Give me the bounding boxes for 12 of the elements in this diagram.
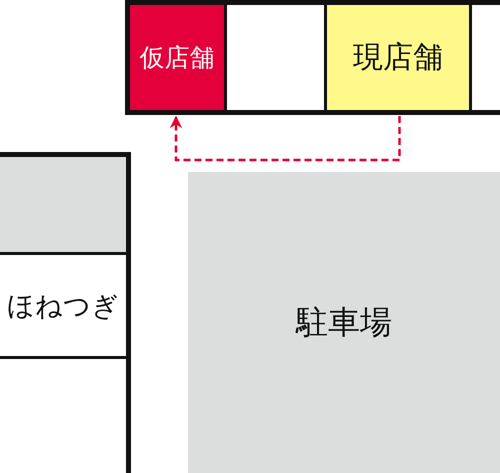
store-unit xyxy=(227,0,327,115)
store-name: ほねつぎ xyxy=(7,290,119,324)
store-name: 仮店舗 xyxy=(140,42,214,74)
store-name: 現店舗 xyxy=(353,39,443,77)
store-unit xyxy=(327,0,472,115)
arrow xyxy=(170,116,401,162)
store-unit xyxy=(472,0,500,115)
parking-label: 駐車場 xyxy=(296,302,392,342)
store-unit xyxy=(0,255,131,359)
parking-lot xyxy=(188,172,500,473)
store-unit xyxy=(125,0,227,115)
store-unit xyxy=(0,152,131,255)
